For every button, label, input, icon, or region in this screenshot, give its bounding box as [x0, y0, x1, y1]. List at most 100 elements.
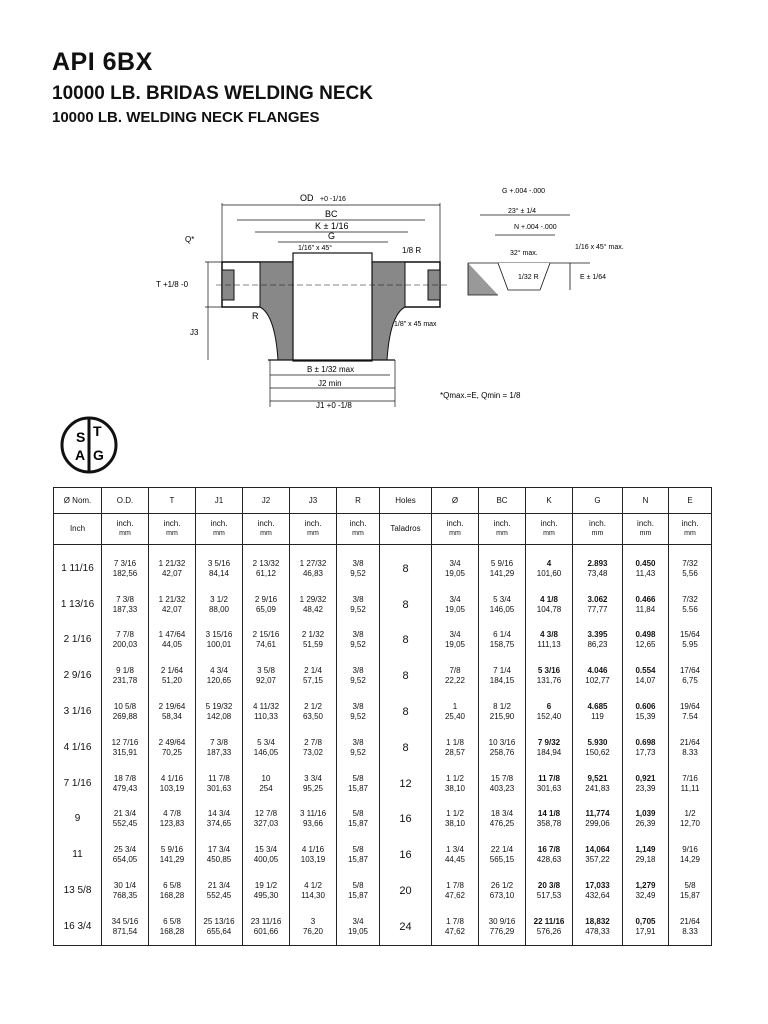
inch-value: 7 3/16	[113, 558, 137, 568]
mm-value: 552,45	[206, 891, 232, 901]
mm-value: 476,25	[489, 819, 515, 829]
unit-bottom: mm	[496, 530, 508, 537]
nominal-size-cell: 1 11/16	[53, 544, 102, 587]
inch-value: 5 9/16	[160, 845, 184, 855]
inch-value: 22 1/4	[490, 845, 514, 855]
mm-value: 215,90	[489, 712, 515, 722]
inch-value: 14 1/8	[537, 809, 561, 819]
unit-bottom: mm	[543, 530, 555, 537]
mm-value: 315,91	[112, 747, 138, 757]
mm-value: 86,23	[587, 640, 608, 650]
mm-value: 478,33	[585, 926, 610, 936]
groove-angle-max-label: 32° max.	[510, 249, 538, 257]
unit-bottom: mm	[639, 530, 652, 537]
mm-value: 9,52	[350, 676, 366, 686]
mm-value: 327,03	[253, 819, 279, 829]
inch-value: 3 11/16	[299, 809, 327, 819]
inch-value: 15 3/4	[254, 845, 278, 855]
inch-value: 3	[310, 916, 316, 926]
unit-top: inch.	[681, 519, 699, 528]
mm-value: 12,70	[679, 819, 701, 829]
flange-cross-section-drawing: OD +0 -1/16 BC K ± 1/16 G 1/16" x 45° Q*…	[156, 188, 624, 410]
mm-value: 58,34	[161, 712, 183, 722]
inch-value: 21 3/4	[207, 881, 231, 891]
inch-value: 21/64	[679, 916, 701, 926]
inch-value: 4 3/4	[210, 666, 228, 676]
mm-value: 141,29	[489, 568, 515, 578]
inch-value: 0,921	[635, 773, 656, 783]
inch-value: 20 3/8	[537, 881, 561, 891]
inch-value: 0.498	[635, 630, 656, 640]
column-header: E	[668, 487, 712, 514]
unit-header: Taladros	[379, 513, 432, 545]
mm-value: 9,52	[350, 747, 366, 757]
inch-value: 2.893	[587, 558, 608, 568]
inch-value: 1 21/32	[158, 558, 186, 568]
unit-header: inch.mm	[148, 513, 196, 545]
mm-value: 111,13	[537, 640, 561, 650]
column-header: N	[622, 487, 669, 514]
mm-value: 258,76	[489, 747, 515, 757]
cell-holes: 8	[379, 694, 432, 730]
mm-value: 17,73	[635, 747, 656, 757]
cell-holes: 8	[379, 658, 432, 695]
inch-value: 0.606	[635, 702, 656, 712]
mm-value: 241,83	[585, 783, 610, 793]
inch-value: 4 1/2	[304, 881, 322, 891]
inch-value: 17 3/4	[207, 845, 231, 855]
logo-letter-g: G	[93, 447, 104, 463]
mm-value: 200,03	[112, 640, 138, 650]
inch-value: 34 5/16	[111, 916, 139, 926]
mm-value: 5,56	[682, 568, 698, 578]
cell-holes: 8	[379, 586, 432, 623]
radius-label: 1/8 R	[402, 246, 421, 255]
inch-value: 11 7/8	[538, 773, 560, 783]
unit-header: inch.mm	[336, 513, 380, 545]
mm-value: 15,39	[635, 712, 656, 722]
unit-top: Taladros	[390, 524, 421, 533]
nominal-size-cell: 1 13/16	[53, 586, 102, 623]
inch-value: 7/32	[682, 594, 698, 604]
inch-value: 7/16	[682, 773, 698, 783]
mm-value: 44,05	[161, 640, 183, 650]
column-header: Holes	[379, 487, 432, 514]
inch-value: 25 13/16	[203, 916, 235, 926]
mm-value: 673,10	[489, 891, 515, 901]
unit-header: inch.mm	[525, 513, 573, 545]
inch-value: 19 1/2	[254, 881, 278, 891]
mm-value: 57,15	[302, 676, 324, 686]
logo-letter-a: A	[75, 447, 85, 463]
j2-label: J2 min	[318, 379, 342, 388]
mm-value: 5.56	[682, 604, 698, 614]
inch-value: 2 49/64	[158, 737, 186, 747]
inch-value: 1 3/4	[446, 845, 464, 855]
mm-value: 19,05	[347, 926, 369, 936]
inch-value: 4 7/8	[163, 809, 181, 819]
mm-value: 42,07	[161, 568, 183, 578]
inch-value: 7 3/8	[210, 737, 228, 747]
